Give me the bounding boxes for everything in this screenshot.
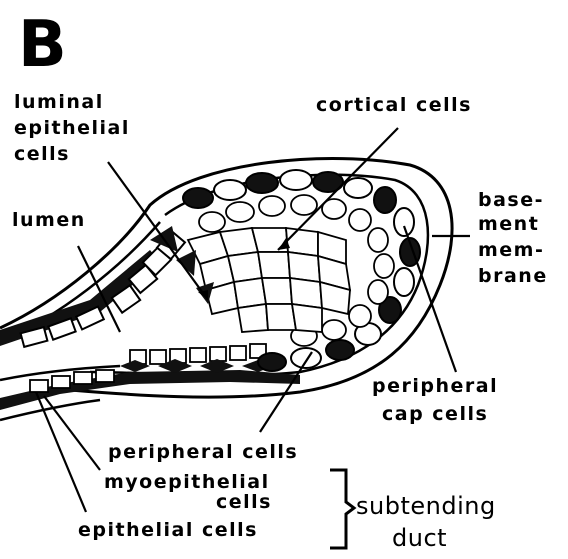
label-lumen: lumen [12,209,86,231]
label-luminal-epithelial: luminal epithelial cells [14,91,138,165]
panel-letter: B [18,8,67,82]
label-subtending-duct: subtending duct [356,492,504,552]
luminal-epithelial-cells [21,231,185,347]
label-myoepithelial-cells: myoepithelial cells [104,471,278,513]
label-peripheral-cells: peripheral cells [108,441,298,463]
subtending-duct-bracket [330,470,354,548]
label-peripheral-cap-cells: peripheral cap cells [372,375,506,425]
label-cortical-cells: cortical cells [316,94,472,116]
leader-epithelial [36,392,86,512]
label-basement-membrane: base- ment mem- brane [478,189,553,287]
peripheral-duct-cells [30,344,266,392]
cortical-body-cells [188,228,350,332]
label-epithelial-cells: epithelial cells [78,519,258,541]
